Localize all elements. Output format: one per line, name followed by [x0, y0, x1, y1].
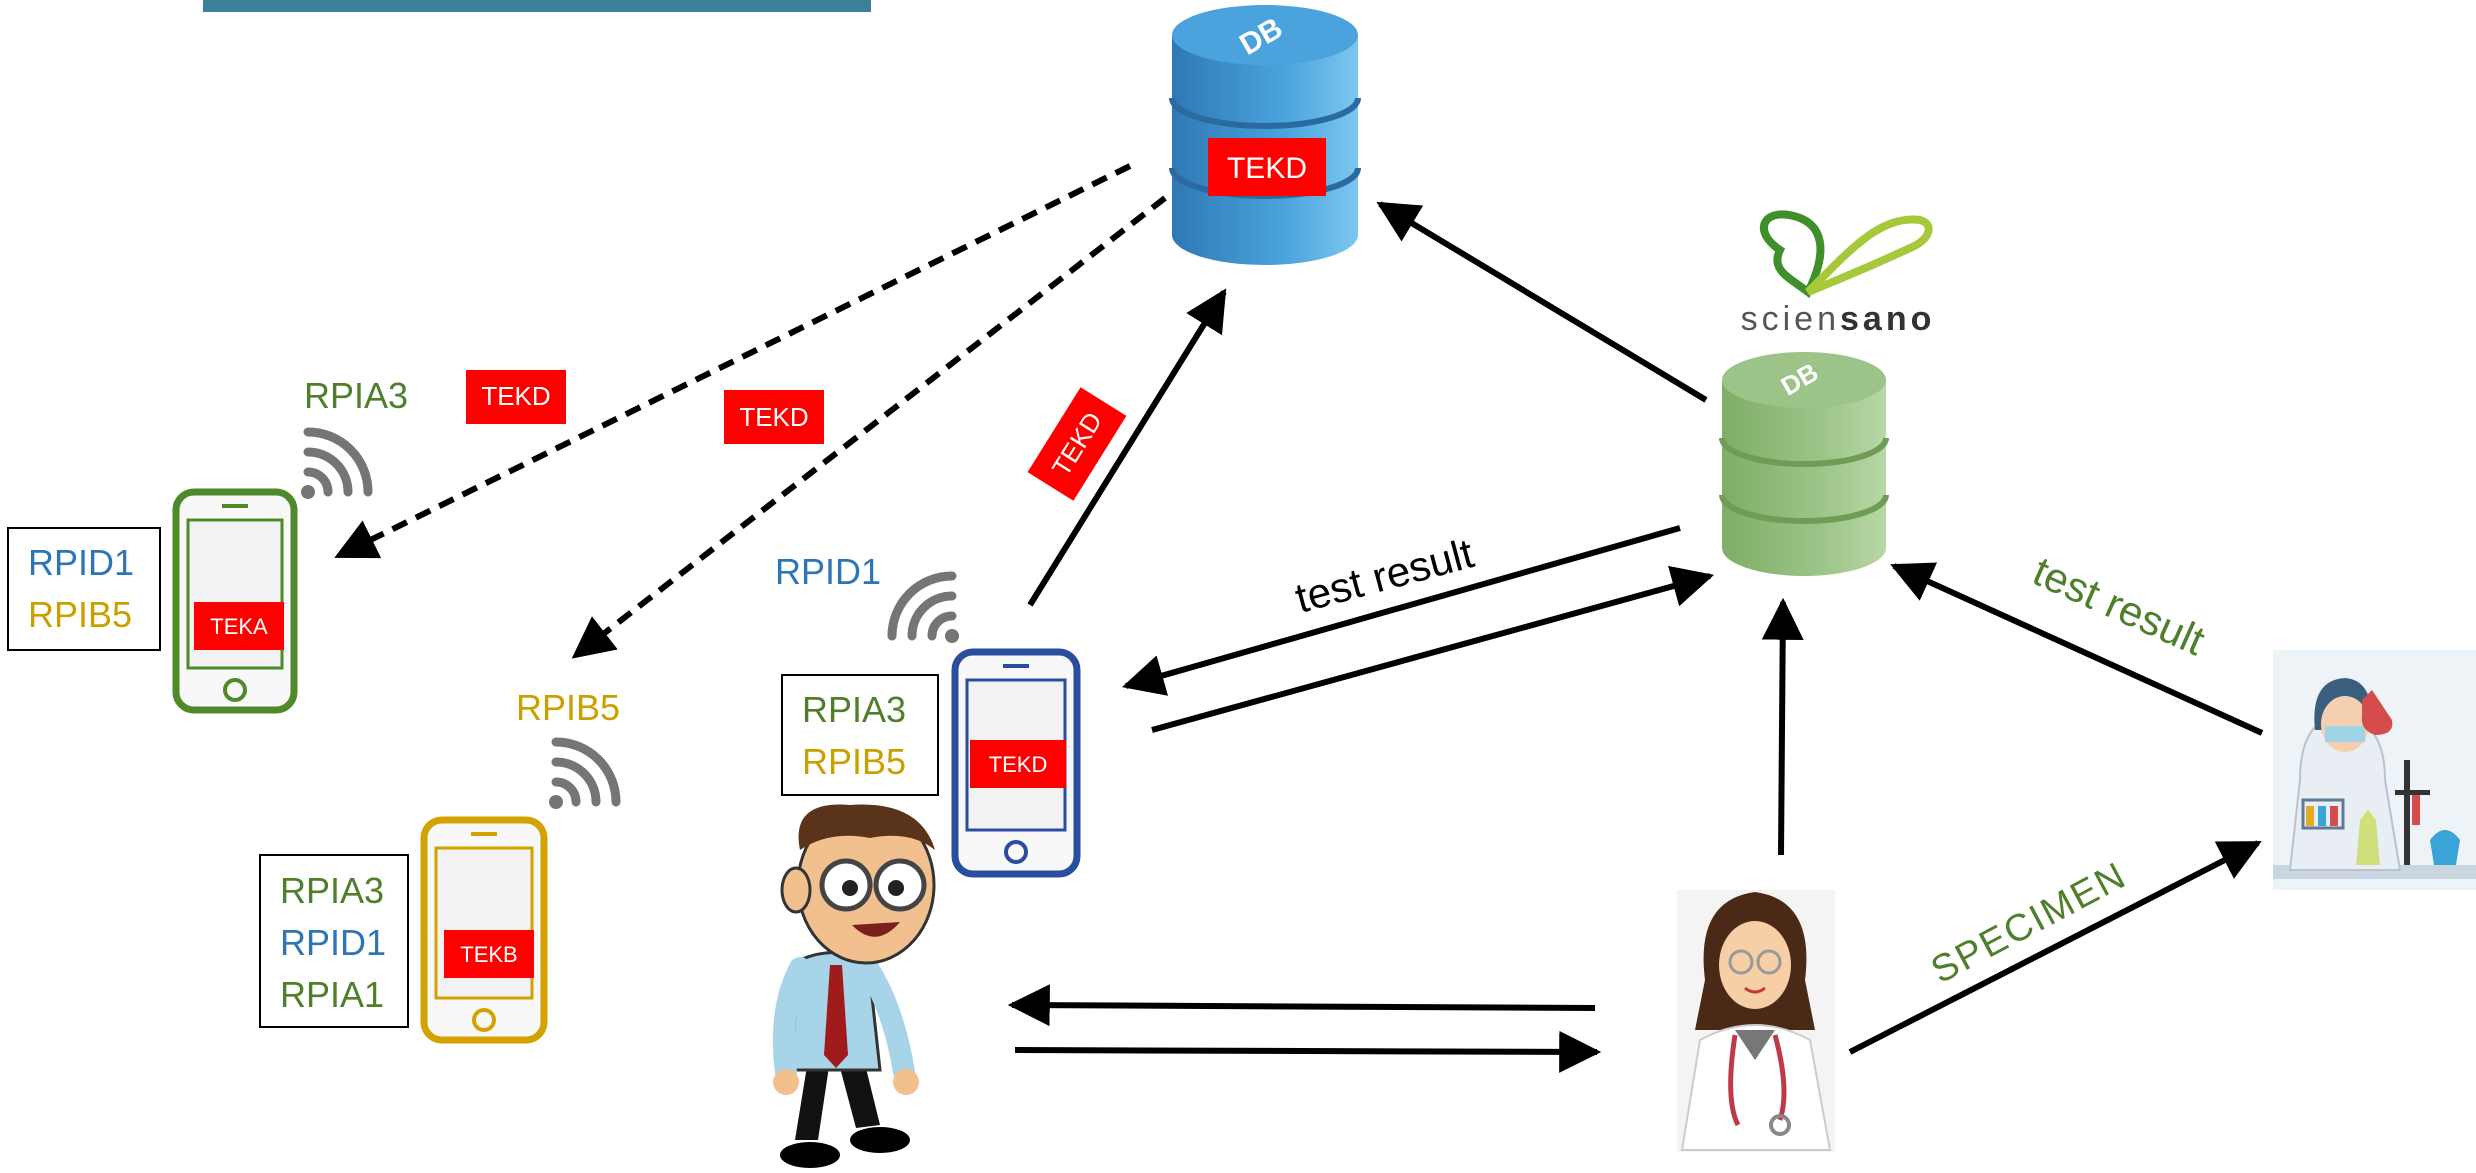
phone-d-received-item: RPIA3 [802, 689, 906, 730]
sciensano-database: DB [1719, 352, 1889, 576]
phone-b: TEKB [420, 816, 548, 1044]
phone-b-received-item: RPID1 [280, 922, 386, 963]
phone-b-received-list: RPIA3 RPID1 RPIA1 [259, 854, 409, 1028]
arrow-lab-to-sciensano [1890, 562, 2264, 736]
lab-scientist-icon [2273, 650, 2476, 890]
phone-a-received-item: RPID1 [28, 542, 134, 583]
phone-d-key-label: TEKD [989, 752, 1048, 777]
phone-b-key-label: TEKB [460, 942, 517, 967]
phone-a-beacon-label: RPIA3 [304, 375, 408, 416]
phone-b-received-item: RPIA1 [280, 974, 384, 1015]
phone-d-key-badge [970, 740, 1066, 788]
svg-text:TEKD: TEKD [739, 402, 808, 432]
phone-b-beacon-label: RPIB5 [516, 687, 620, 728]
arrow-phone-d-to-db [1027, 288, 1227, 607]
sciensano-wordmark: sciensano [1741, 300, 1936, 338]
phone-b-key-badge [444, 930, 534, 978]
doctor-icon [1677, 890, 1835, 1152]
floating-key-3: TEKD [1027, 387, 1127, 501]
phone-b-signal-icon [549, 737, 621, 809]
arrow-doctor-to-sciensano [1761, 597, 1804, 856]
arrow-phone-d-to-sciensano [1151, 565, 1715, 733]
test-result-label-lab: test result [2026, 547, 2212, 664]
person-icon [772, 804, 936, 1168]
arrows [334, 163, 2264, 1073]
db-key-badge [1208, 138, 1326, 196]
db-key-label: TEKD [1227, 152, 1307, 185]
test-result-label-phone: test result [1290, 529, 1478, 622]
central-database: DB TEKD [1169, 5, 1361, 265]
phone-a-signal-icon [301, 427, 373, 499]
arrow-doctor-to-lab [1848, 840, 2262, 1055]
phone-b-received-item: RPIA3 [280, 870, 384, 911]
phone-a: TEKA [172, 488, 298, 714]
floating-key-1: TEKD [466, 370, 566, 424]
arrow-db-to-phone-b [571, 195, 1167, 659]
phone-a-key-label: TEKA [210, 614, 268, 639]
phone-d-received-item: RPIB5 [802, 741, 906, 782]
sciensano-logo: sciensano [1741, 210, 1936, 338]
phone-d-received-list: RPIA3 RPIB5 [781, 674, 939, 796]
phone-d-beacon-label: RPID1 [775, 551, 881, 592]
arrow-sciensano-to-db [1376, 201, 1708, 403]
svg-text:TEKD: TEKD [481, 381, 550, 411]
floating-key-2: TEKD [724, 390, 824, 444]
arrow-person-to-doctor [1014, 1030, 1602, 1073]
arrow-doctor-to-person [1007, 984, 1596, 1027]
arrow-db-to-phone-a [334, 163, 1132, 559]
phone-d: TEKD [951, 648, 1081, 878]
phone-a-received-item: RPIB5 [28, 594, 132, 635]
arrow-sciensano-to-phone-d [1121, 525, 1681, 696]
phone-a-key-badge [194, 602, 284, 650]
header-banner [203, 0, 871, 12]
phone-d-signal-icon [887, 571, 959, 643]
phone-a-received-list: RPID1 RPIB5 [7, 527, 161, 651]
